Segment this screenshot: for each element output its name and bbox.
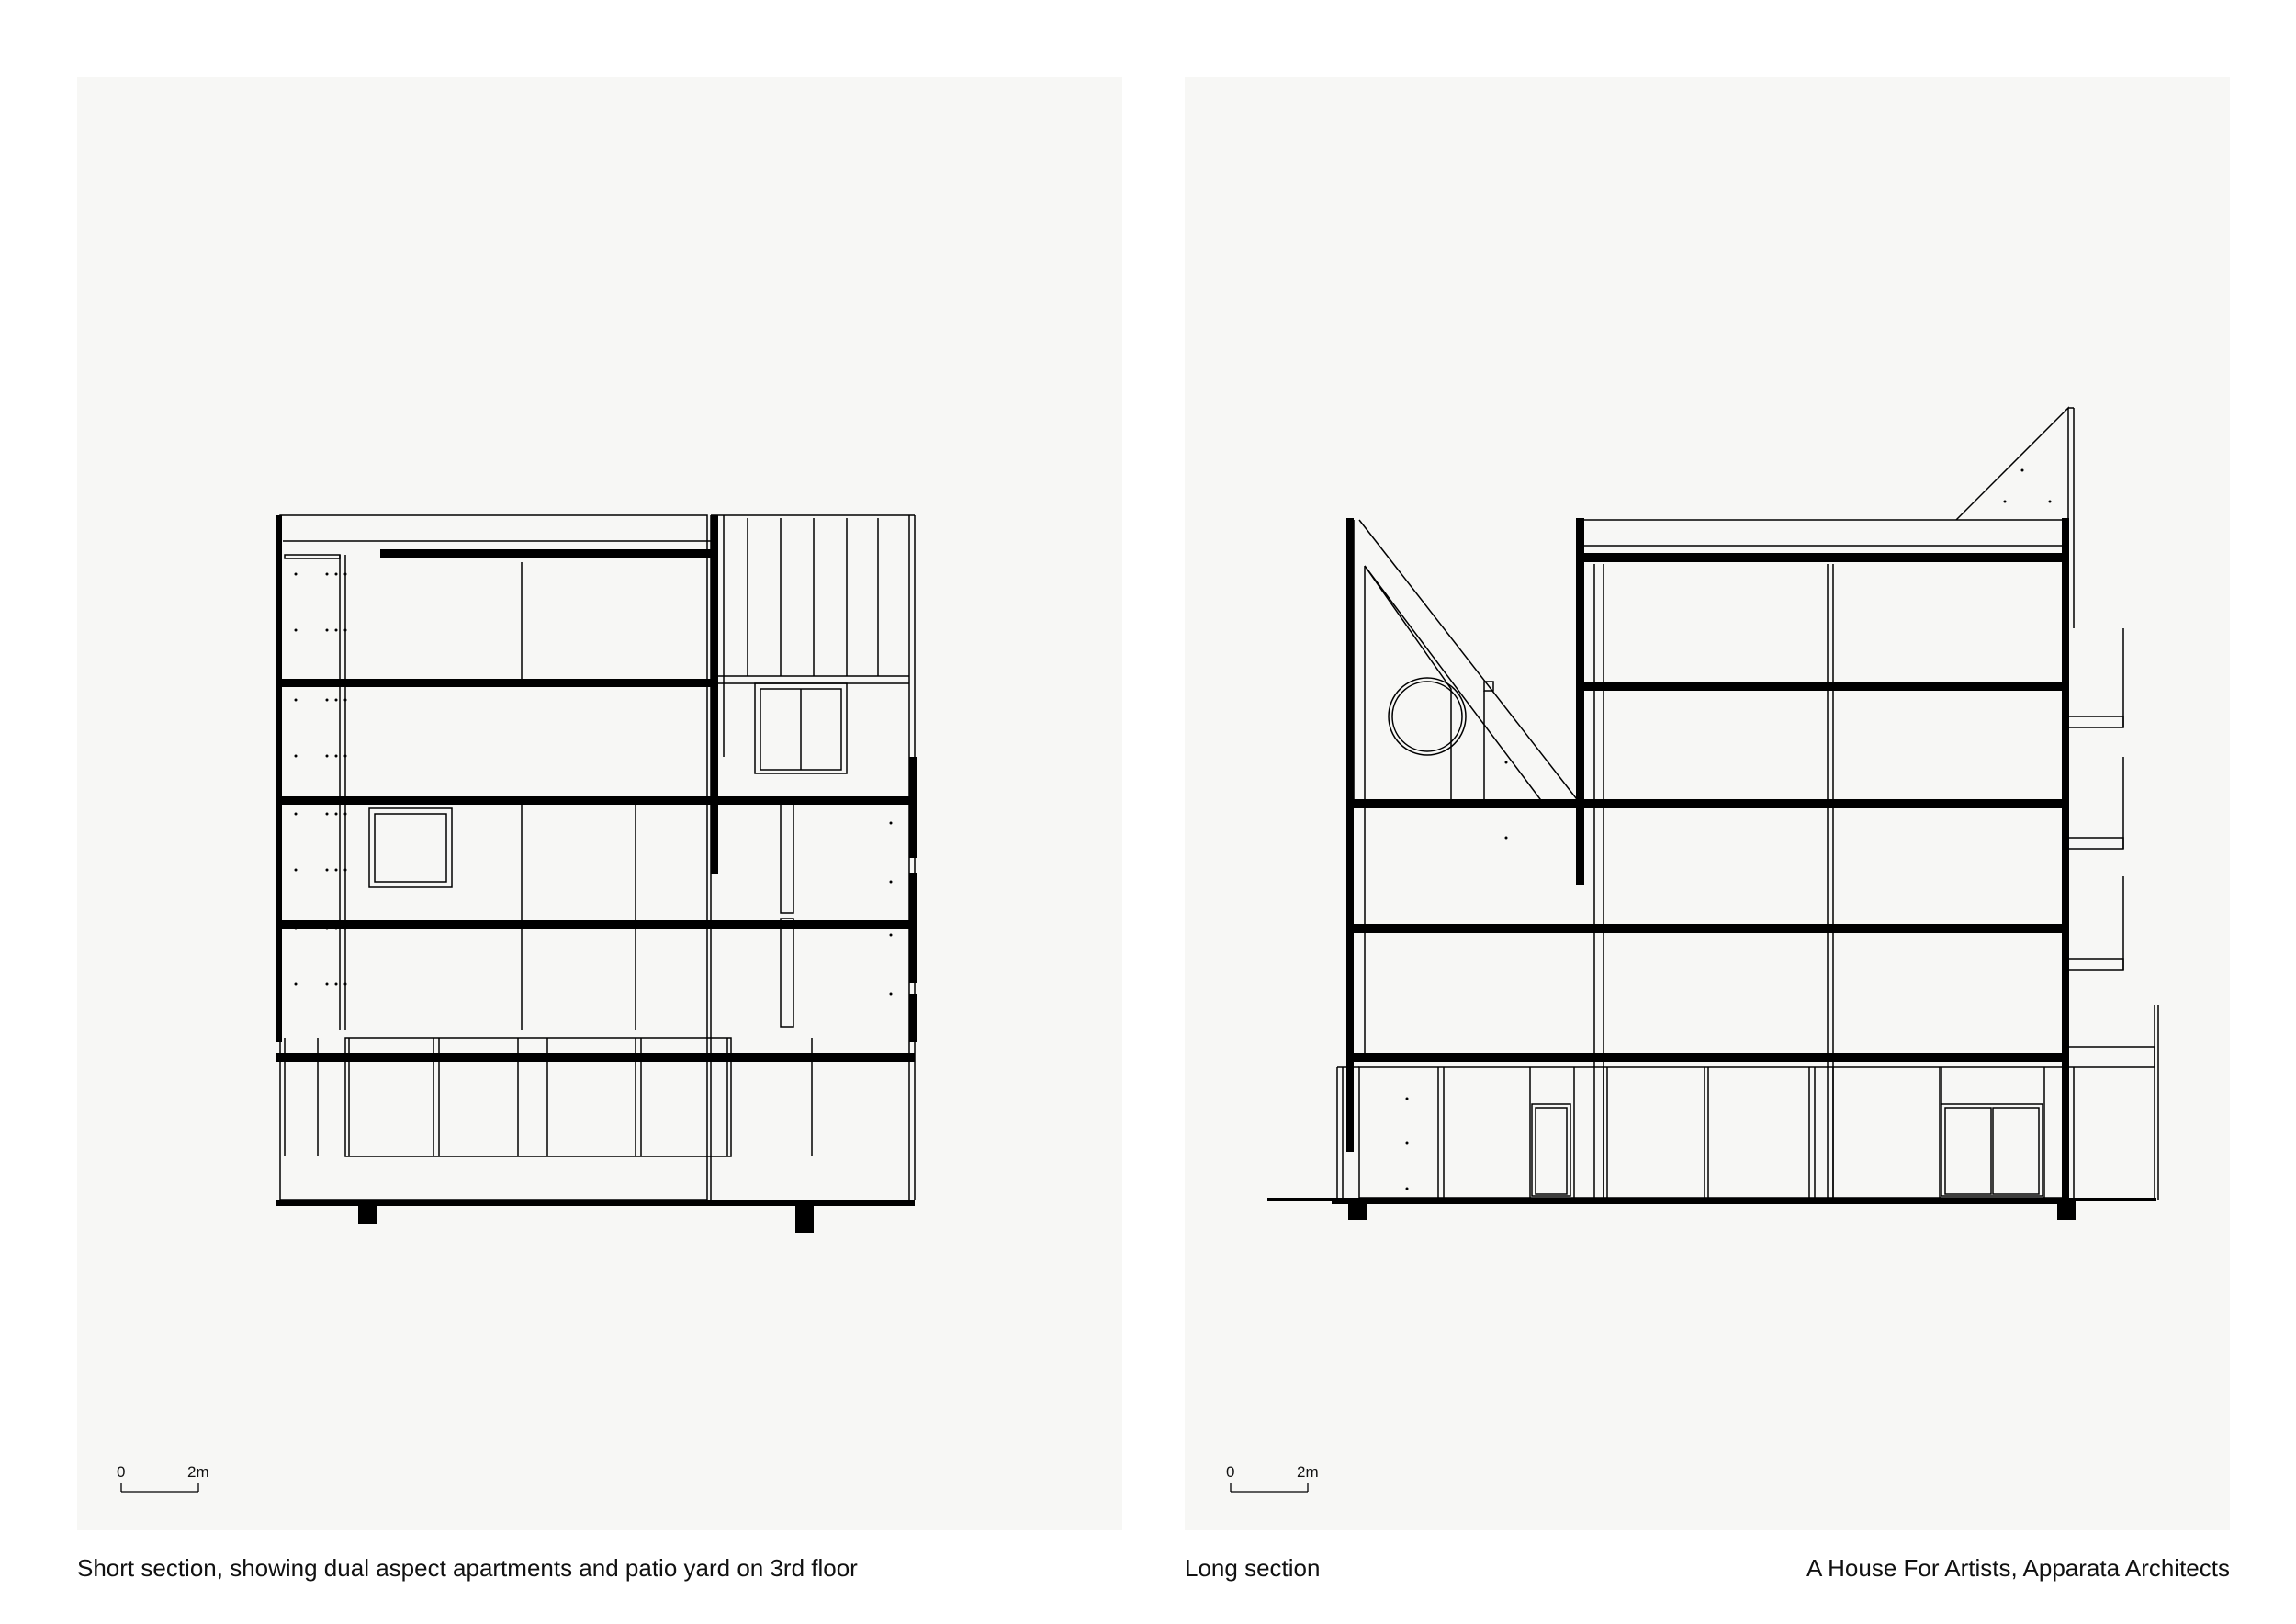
long-door-2	[1941, 1103, 2043, 1197]
short-slab-4	[276, 679, 711, 687]
short-slab-1	[276, 1053, 915, 1062]
long-ground-line	[1332, 1198, 2070, 1204]
short-roof-outline	[279, 514, 708, 1201]
round-window	[1388, 677, 1467, 756]
long-slab-5	[1584, 553, 2062, 562]
short-ground-line	[276, 1200, 915, 1206]
short-section-sheet: 0 2m	[77, 77, 1122, 1530]
scale-end-label: 2m	[187, 1463, 209, 1481]
short-section-caption: Short section, showing dual aspect apart…	[77, 1554, 858, 1582]
scale-start-label: 0	[117, 1463, 125, 1481]
short-section-drawing: 0 2m	[117, 514, 917, 1493]
short-slab-2	[276, 920, 915, 929]
rooflight	[368, 807, 453, 888]
scale-bar-long: 0 2m	[1226, 1463, 1319, 1493]
scale-end-label: 2m	[1297, 1463, 1319, 1481]
long-slab-1	[1354, 1053, 2062, 1062]
long-section-sheet: 0 2m	[1185, 77, 2230, 1530]
short-slab-5	[380, 549, 711, 558]
long-door-1	[1531, 1103, 1571, 1197]
long-slab-2	[1354, 924, 2062, 933]
long-slab-3	[1354, 799, 2062, 808]
patio-door	[754, 682, 848, 774]
scale-bar: 0 2m	[117, 1463, 209, 1493]
scale-start-label: 0	[1226, 1463, 1234, 1481]
project-credit: A House For Artists, Apparata Architects	[1806, 1554, 2230, 1582]
long-section-drawing: 0 2m	[1226, 406, 2159, 1493]
long-slab-4	[1584, 682, 2062, 691]
long-section-caption: Long section	[1185, 1554, 1321, 1582]
short-slab-3	[276, 796, 915, 805]
